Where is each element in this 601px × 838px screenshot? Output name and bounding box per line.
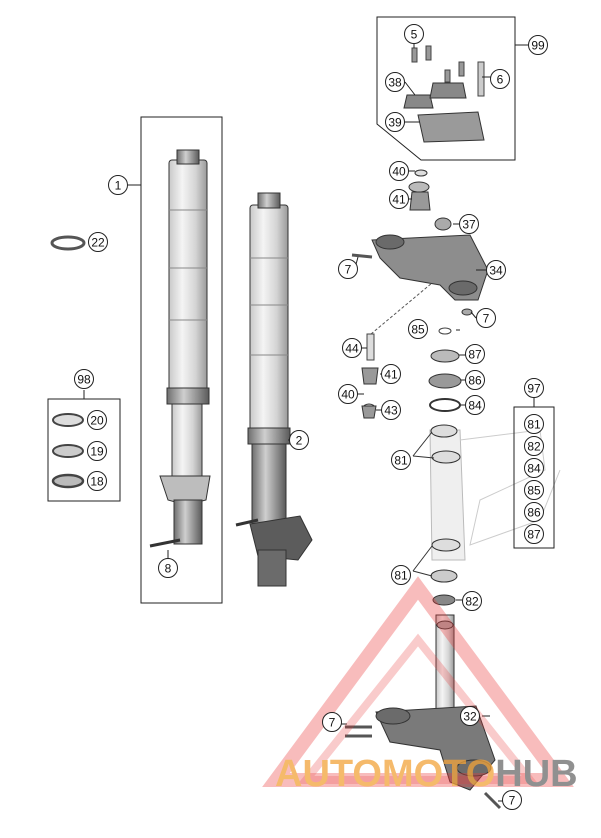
svg-text:40: 40: [392, 165, 406, 179]
kit-98-group: [47, 390, 121, 502]
callout-97[interactable]: 97: [524, 378, 544, 398]
callout-6[interactable]: 6: [490, 69, 510, 89]
kit-97-item-5[interactable]: 86: [524, 502, 544, 522]
svg-text:5: 5: [411, 28, 418, 42]
callout-7-top[interactable]: 7: [338, 259, 358, 279]
svg-text:81: 81: [394, 569, 408, 583]
ring-22-part: [50, 235, 86, 251]
kit-97-item-6[interactable]: 87: [524, 524, 544, 544]
svg-text:40: 40: [341, 388, 355, 402]
fork-leg-left-frame: [140, 116, 223, 604]
callout-43[interactable]: 43: [381, 400, 401, 420]
steering-stem-parts: [351, 169, 489, 419]
svg-text:38: 38: [388, 76, 402, 90]
svg-text:84: 84: [527, 462, 541, 476]
callout-32[interactable]: 32: [460, 706, 480, 726]
svg-text:41: 41: [392, 193, 406, 207]
svg-text:44: 44: [345, 342, 359, 356]
svg-text:86: 86: [527, 506, 541, 520]
svg-text:7: 7: [509, 794, 516, 808]
svg-text:1: 1: [115, 179, 122, 193]
svg-text:85: 85: [411, 323, 425, 337]
svg-text:7: 7: [329, 716, 336, 730]
frame-headtube: [412, 424, 561, 583]
kit-97-item-2[interactable]: 82: [524, 436, 544, 456]
svg-text:19: 19: [90, 445, 104, 459]
callout-7-bottom[interactable]: 7: [502, 790, 522, 810]
svg-text:32: 32: [463, 710, 477, 724]
callout-8[interactable]: 8: [158, 558, 178, 578]
callout-81-upper[interactable]: 81: [391, 450, 411, 470]
svg-text:81: 81: [527, 418, 541, 432]
svg-text:39: 39: [388, 116, 402, 130]
callout-38[interactable]: 38: [385, 72, 405, 92]
callout-40-top[interactable]: 40: [389, 161, 409, 181]
callout-39[interactable]: 39: [385, 112, 405, 132]
watermark-moto: MOTO: [382, 753, 495, 795]
callout-41-top[interactable]: 41: [389, 189, 409, 209]
svg-text:86: 86: [468, 374, 482, 388]
callout-41-mid[interactable]: 41: [381, 364, 401, 384]
callout-40-mid[interactable]: 40: [338, 384, 358, 404]
svg-text:87: 87: [527, 528, 541, 542]
svg-text:6: 6: [497, 73, 504, 87]
callout-85[interactable]: 85: [408, 319, 428, 339]
svg-text:82: 82: [527, 440, 541, 454]
svg-text:7: 7: [345, 263, 352, 277]
callout-81-lower[interactable]: 81: [391, 565, 411, 585]
callout-99[interactable]: 99: [528, 35, 548, 55]
watermark-auto: AUTO: [275, 753, 382, 795]
kit-97-group: [513, 398, 555, 549]
svg-text:7: 7: [483, 312, 490, 326]
svg-text:81: 81: [394, 454, 408, 468]
svg-text:41: 41: [384, 368, 398, 382]
callout-34[interactable]: 34: [486, 260, 506, 280]
svg-text:2: 2: [296, 434, 303, 448]
callout-7-mid[interactable]: 7: [476, 308, 496, 328]
svg-text:22: 22: [91, 236, 105, 250]
callout-18[interactable]: 18: [87, 471, 107, 491]
svg-text:18: 18: [90, 475, 104, 489]
svg-text:98: 98: [77, 373, 91, 387]
callout-84[interactable]: 84: [465, 395, 485, 415]
callout-19[interactable]: 19: [87, 441, 107, 461]
fork-leg-right: [235, 192, 313, 587]
svg-text:97: 97: [527, 382, 541, 396]
svg-text:8: 8: [165, 562, 172, 576]
callout-7-lower-left[interactable]: 7: [322, 712, 342, 732]
svg-text:20: 20: [90, 414, 104, 428]
kit-97-item-4[interactable]: 85: [524, 480, 544, 500]
callout-1[interactable]: 1: [108, 175, 128, 195]
callout-20[interactable]: 20: [87, 410, 107, 430]
kit-97-item-1[interactable]: 81: [524, 414, 544, 434]
callout-labels: 1 2 5 6 7 7 7 7 8 18 19 20 22 32 34 37 3…: [74, 24, 548, 810]
fork-leg-left: [140, 116, 223, 604]
svg-text:85: 85: [527, 484, 541, 498]
callout-5[interactable]: 5: [404, 24, 424, 44]
svg-text:43: 43: [384, 404, 398, 418]
svg-text:87: 87: [468, 348, 482, 362]
svg-text:37: 37: [462, 218, 476, 232]
svg-text:AUTOMOTOHUB: AUTOMOTOHUB: [275, 753, 578, 795]
callout-82[interactable]: 82: [462, 591, 482, 611]
callout-44[interactable]: 44: [342, 338, 362, 358]
svg-text:82: 82: [465, 595, 479, 609]
callout-37[interactable]: 37: [459, 214, 479, 234]
callout-86[interactable]: 86: [465, 370, 485, 390]
svg-text:99: 99: [531, 39, 545, 53]
svg-text:34: 34: [489, 264, 503, 278]
watermark-logo: AUTOMOTOHUB: [262, 576, 578, 795]
callout-22[interactable]: 22: [88, 232, 108, 252]
callout-87[interactable]: 87: [465, 344, 485, 364]
callout-2[interactable]: 2: [289, 430, 309, 450]
kit-97-item-3[interactable]: 84: [524, 458, 544, 478]
handlebar-clamp-kit-group: [376, 16, 528, 161]
watermark-hub: HUB: [495, 753, 577, 795]
callout-98[interactable]: 98: [74, 369, 94, 389]
svg-text:84: 84: [468, 399, 482, 413]
